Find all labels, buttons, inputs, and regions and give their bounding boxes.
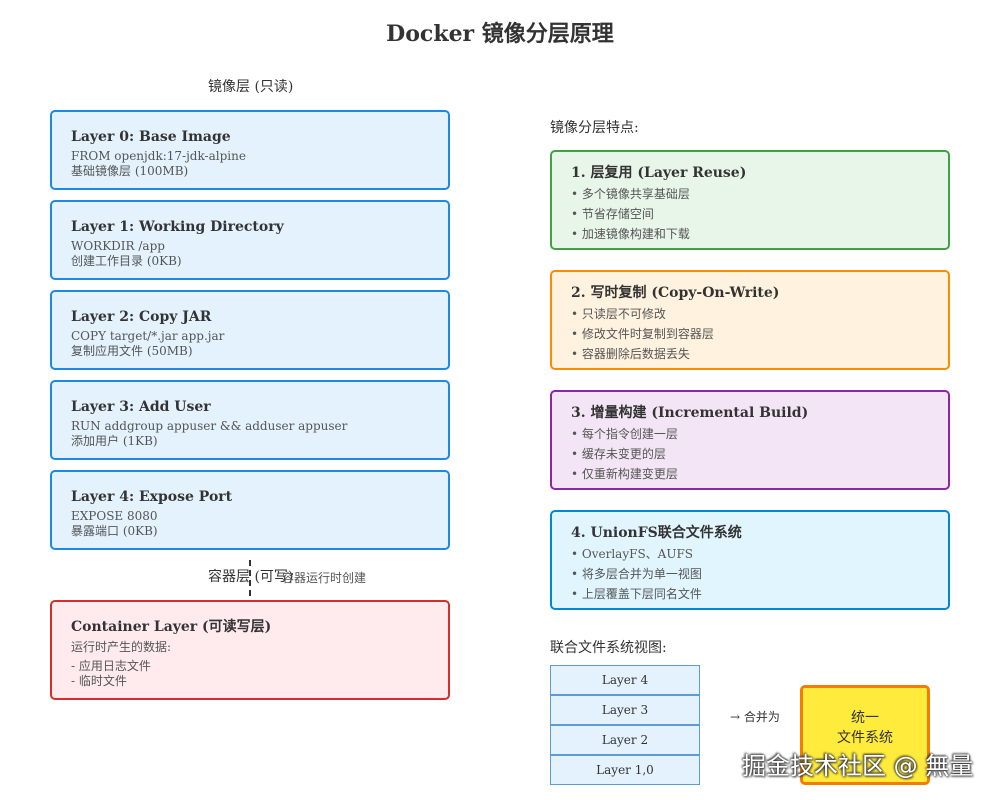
- layer-3-box: Layer 3: Add User RUN addgroup appuser &…: [50, 380, 450, 460]
- layer-command: RUN addgroup appuser && adduser appuser: [71, 419, 348, 433]
- stack-layer-1-0: Layer 1,0: [550, 755, 700, 785]
- feature-bullet: • 仅重新构建变更层: [571, 467, 678, 481]
- layer-desc: 暴露端口 (0KB): [71, 524, 158, 538]
- unified-filesystem-box: 统一 文件系统: [800, 685, 930, 785]
- layer-desc: 基础镜像层 (100MB): [71, 164, 189, 178]
- feature-bullet: • 上层覆盖下层同名文件: [571, 587, 702, 601]
- merge-arrow-label: → 合并为: [730, 710, 780, 724]
- feature-bullet: • OverlayFS、AUFS: [571, 547, 693, 561]
- feature-unionfs: 4. UnionFS联合文件系统 • OverlayFS、AUFS • 将多层合…: [550, 510, 950, 610]
- layer-1-box: Layer 1: Working Directory WORKDIR /app …: [50, 200, 450, 280]
- layer-title: Layer 0: Base Image: [71, 129, 231, 145]
- dashed-connector: [249, 560, 251, 596]
- feature-bullet: • 只读层不可修改: [571, 307, 666, 321]
- feature-layer-reuse: 1. 层复用 (Layer Reuse) • 多个镜像共享基础层 • 节省存储空…: [550, 150, 950, 250]
- feature-title: 4. UnionFS联合文件系统: [571, 525, 742, 541]
- image-layers-label: 镜像层 (只读): [208, 79, 294, 95]
- layer-command: EXPOSE 8080: [71, 509, 158, 523]
- layer-desc: 添加用户 (1KB): [71, 434, 158, 448]
- feature-incremental-build: 3. 增量构建 (Incremental Build) • 每个指令创建一层 •…: [550, 390, 950, 490]
- layer-command: COPY target/*.jar app.jar: [71, 329, 225, 343]
- feature-bullet: • 将多层合并为单一视图: [571, 567, 702, 581]
- container-layer-box: Container Layer (可读写层) 运行时产生的数据: - 应用日志文…: [50, 600, 450, 700]
- container-layer-line: - 临时文件: [71, 674, 127, 688]
- unified-line: 统一: [851, 710, 879, 726]
- stack-layer-3: Layer 3: [550, 695, 700, 725]
- feature-bullet: • 节省存储空间: [571, 207, 654, 221]
- layer-command: FROM openjdk:17-jdk-alpine: [71, 149, 246, 163]
- features-label: 镜像分层特点:: [550, 120, 639, 136]
- stack-layer-2: Layer 2: [550, 725, 700, 755]
- container-layer-title: Container Layer (可读写层): [71, 619, 272, 635]
- layer-title: Layer 4: Expose Port: [71, 489, 233, 505]
- layer-title: Layer 1: Working Directory: [71, 219, 284, 235]
- diagram-title: Docker 镜像分层原理: [386, 21, 614, 47]
- container-layer-line: 运行时产生的数据:: [71, 640, 172, 654]
- layer-4-box: Layer 4: Expose Port EXPOSE 8080 暴露端口 (0…: [50, 470, 450, 550]
- container-layer-line: - 应用日志文件: [71, 659, 151, 673]
- runtime-note: 容器运行时创建: [282, 571, 367, 585]
- container-layer-label: 容器层 (可写): [208, 569, 294, 585]
- stack-layer-4: Layer 4: [550, 665, 700, 695]
- layer-desc: 复制应用文件 (50MB): [71, 344, 193, 358]
- feature-bullet: • 容器删除后数据丢失: [571, 347, 690, 361]
- feature-bullet: • 每个指令创建一层: [571, 427, 678, 441]
- feature-title: 3. 增量构建 (Incremental Build): [571, 405, 809, 421]
- watermark: 掘金技术社区 @ 無量: [742, 752, 974, 780]
- layer-title: Layer 2: Copy JAR: [71, 309, 212, 325]
- layer-title: Layer 3: Add User: [71, 399, 211, 415]
- layer-0-box: Layer 0: Base Image FROM openjdk:17-jdk-…: [50, 110, 450, 190]
- layer-2-box: Layer 2: Copy JAR COPY target/*.jar app.…: [50, 290, 450, 370]
- feature-bullet: • 修改文件时复制到容器层: [571, 327, 714, 341]
- unionfs-view-label: 联合文件系统视图:: [550, 640, 667, 656]
- feature-title: 2. 写时复制 (Copy-On-Write): [571, 285, 780, 301]
- feature-bullet: • 多个镜像共享基础层: [571, 187, 690, 201]
- layer-command: WORKDIR /app: [71, 239, 165, 253]
- layer-desc: 创建工作目录 (0KB): [71, 254, 182, 268]
- feature-bullet: • 加速镜像构建和下载: [571, 227, 690, 241]
- feature-title: 1. 层复用 (Layer Reuse): [571, 165, 747, 181]
- feature-bullet: • 缓存未变更的层: [571, 447, 666, 461]
- feature-copy-on-write: 2. 写时复制 (Copy-On-Write) • 只读层不可修改 • 修改文件…: [550, 270, 950, 370]
- unified-line: 文件系统: [837, 730, 893, 746]
